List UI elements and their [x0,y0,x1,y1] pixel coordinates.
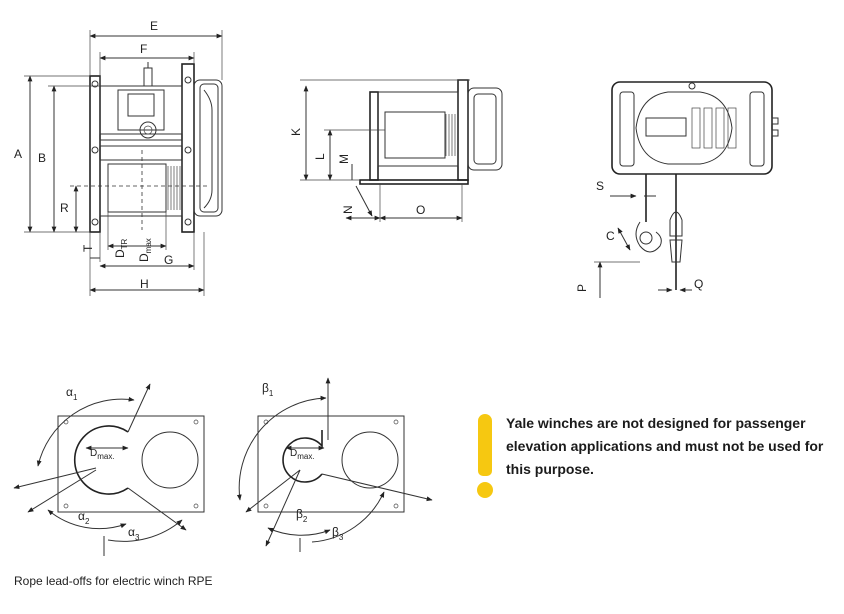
dim-label-b: B [38,151,46,165]
dim-label-g: G [164,253,173,267]
dim-label-m: M [337,154,351,164]
dim-label-t: T [81,244,95,252]
dim-label-e: E [150,19,158,33]
angle-label-alpha-2: α2 [78,509,90,526]
warning-notice: Yale winches are not designed for passen… [470,410,840,500]
angle-label-alpha-1: α1 [66,385,78,402]
angle-label-beta-3: β3 [332,525,344,542]
leadoff-diagram-beta: β1 β2 β3 Dmax. [236,377,433,552]
dim-label-l: L [313,153,327,160]
dmax-label-beta: Dmax. [290,448,315,461]
dim-label-c: C [606,229,615,243]
dim-label-s: S [596,179,604,193]
dim-label-k: K [289,128,303,136]
dim-label-a: A [14,147,22,161]
warning-text: Yale winches are not designed for passen… [506,415,824,477]
top-view: S C P Q [575,81,779,298]
angle-label-beta-2: β2 [296,507,308,524]
dim-label-d-max: Dmax [137,238,153,262]
figure-caption: Rope lead-offs for electric winch RPE [14,574,213,588]
dim-label-q: Q [694,277,703,291]
dim-label-f: F [140,42,147,56]
dim-label-h: H [140,277,149,291]
dmax-label-alpha: Dmax. [90,448,115,461]
leadoff-diagram-alpha: α1 α2 α3 Dmax. [13,383,205,556]
angle-label-beta-1: β1 [262,381,274,398]
dim-label-n: N [341,205,355,214]
dim-label-p: P [575,284,589,292]
angle-label-alpha-3: α3 [128,525,140,542]
dim-label-r: R [60,201,69,215]
dim-label-d-tr: DTR [113,238,129,258]
side-view: K L M N O [289,79,503,222]
front-view: E F A B R T DTR Dmax G H [14,19,223,296]
dim-label-o: O [416,203,425,217]
